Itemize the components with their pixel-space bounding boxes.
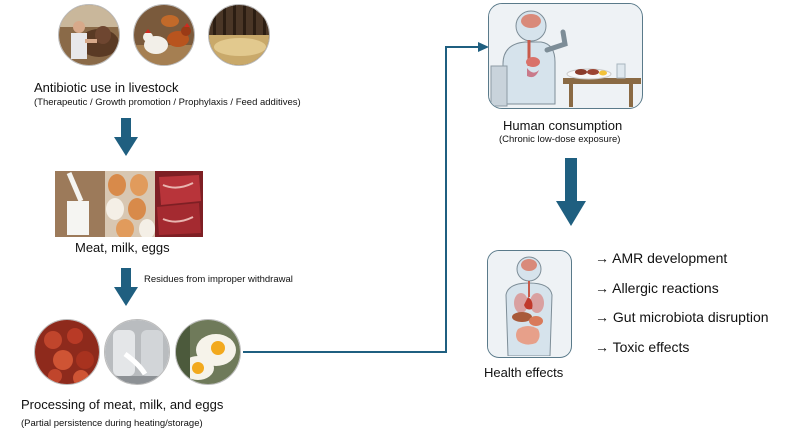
- products-title: Meat, milk, eggs: [75, 240, 170, 255]
- effect-item-amr: → AMR development: [595, 250, 728, 266]
- milk-processing-photo: [104, 319, 170, 385]
- farmer-with-cow-photo: [58, 4, 120, 66]
- livestock-title: Antibiotic use in livestock: [34, 80, 179, 95]
- human-eating-illustration: [488, 3, 643, 109]
- consumption-title: Human consumption: [503, 118, 623, 133]
- effect-item-gut-microbiota: → Gut microbiota disruption: [595, 309, 769, 325]
- consumption-subtitle: (Chronic low-dose exposure): [499, 134, 621, 145]
- livestock-subtitle: (Therapeutic / Growth promotion / Prophy…: [34, 97, 301, 108]
- cooked-meat-photo: [34, 319, 100, 385]
- down-arrow-3: [556, 158, 586, 226]
- effect-item-allergic: → Allergic reactions: [595, 280, 719, 296]
- withdrawal-label: Residues from improper withdrawal: [144, 274, 293, 285]
- chickens-photo: [133, 4, 195, 66]
- processing-subtitle: (Partial persistence during heating/stor…: [21, 418, 203, 429]
- down-arrow-1: [114, 118, 138, 156]
- processing-title: Processing of meat, milk, and eggs: [21, 397, 224, 412]
- effect-item-toxic: → Toxic effects: [595, 339, 690, 355]
- human-anatomy-illustration: [487, 250, 572, 358]
- down-arrow-2: [114, 268, 138, 306]
- health-title: Health effects: [484, 365, 564, 380]
- fried-eggs-photo: [175, 319, 241, 385]
- milk-eggs-meat-photo: [55, 171, 203, 237]
